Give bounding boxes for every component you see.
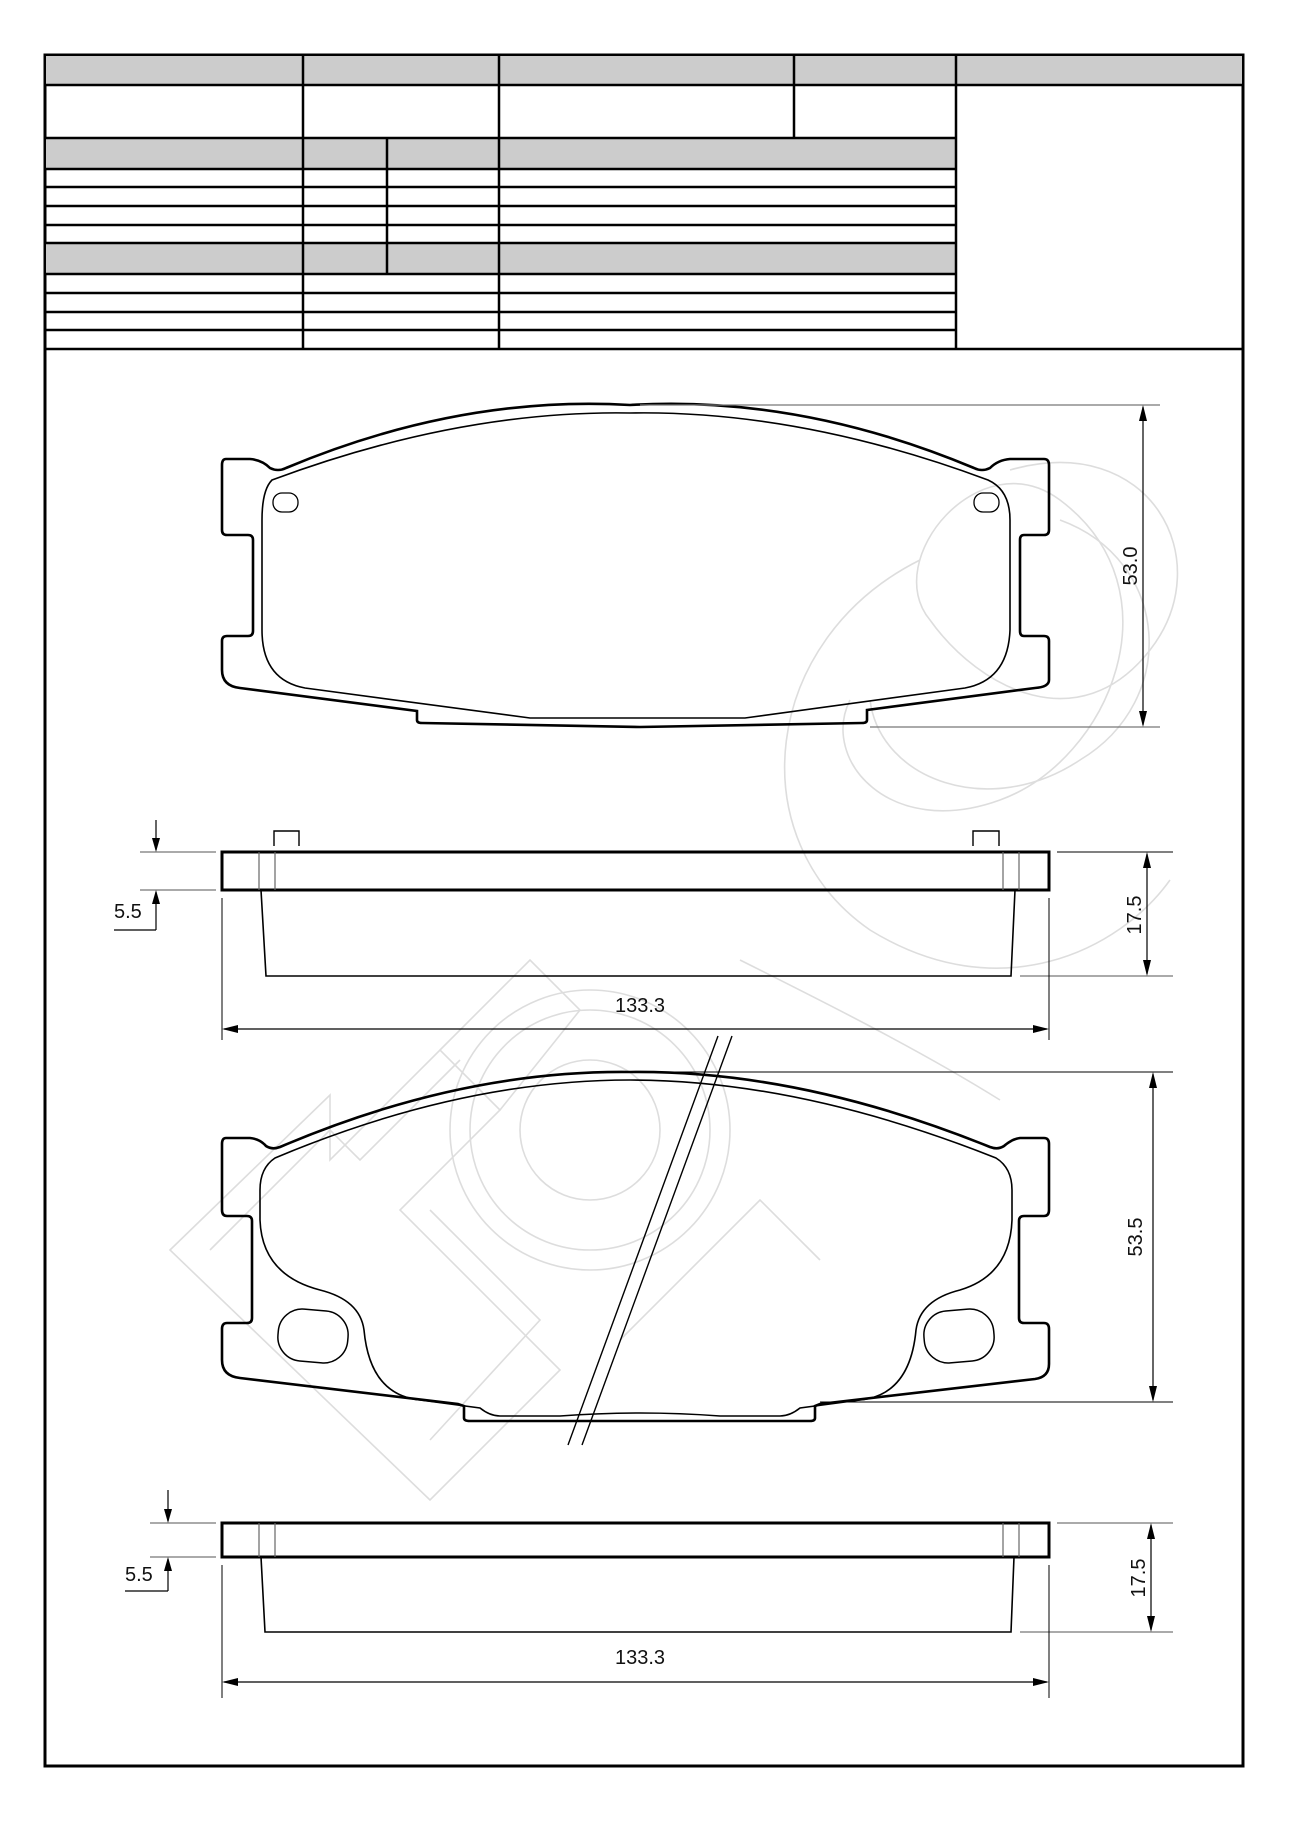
pad-2-side-view — [220, 1521, 1051, 1633]
pad-2-friction-material — [259, 1079, 1013, 1417]
pad-2-backing-thickness-label: 5.5 — [125, 1564, 153, 1586]
pad-2-height-label: 53.5 — [1125, 1218, 1147, 1257]
watermark-logo — [168, 461, 1179, 1502]
pad-2-side-friction-block — [260, 1556, 1015, 1633]
drawing-frame — [43, 53, 1245, 1768]
pad-1-right-hole — [973, 492, 1000, 513]
pad-1-left-hole — [272, 492, 299, 513]
pad-1-side-backing-plate — [220, 850, 1051, 892]
pad-1-width-label: 133.3 — [615, 995, 665, 1017]
pad-1-friction-material — [261, 412, 1011, 719]
pad-2-break-line-a — [567, 1035, 719, 1446]
title-header-row-1 — [46, 56, 1242, 85]
pad-2-right-slot — [923, 1308, 995, 1364]
pad-2-height-dimension: 53.5 — [640, 1071, 1173, 1403]
title-header-row-2 — [46, 138, 956, 169]
pad-2-backing-plate — [220, 1070, 1051, 1423]
pad-1-side-friction-block — [260, 889, 1016, 977]
pad-2-side-dimensions: 5.5 17.5 133.3 — [125, 1490, 1173, 1698]
pad-1-front-view — [220, 402, 1051, 729]
pad-2-left-slot — [277, 1308, 349, 1364]
pad-1-height-label: 53.0 — [1120, 547, 1142, 586]
pad-1-height-dimension: 53.0 — [640, 404, 1160, 728]
pad-2-front-view — [220, 1035, 1051, 1446]
pad-1-backing-plate — [220, 402, 1051, 729]
pad-1-side-dimensions: 5.5 17.5 133.3 — [114, 820, 1173, 1040]
pad-1-total-thickness-label: 17.5 — [1124, 896, 1146, 935]
pad-2-side-backing-plate — [220, 1521, 1051, 1559]
pad-1-side-view — [220, 830, 1051, 977]
pad-2-width-label: 133.3 — [615, 1647, 665, 1669]
title-block — [45, 55, 1243, 351]
pad-2-total-thickness-label: 17.5 — [1128, 1559, 1150, 1598]
pad-1-backing-thickness-label: 5.5 — [114, 901, 142, 923]
title-header-row-3 — [46, 243, 956, 274]
pad-2-break-line-b — [581, 1035, 733, 1446]
